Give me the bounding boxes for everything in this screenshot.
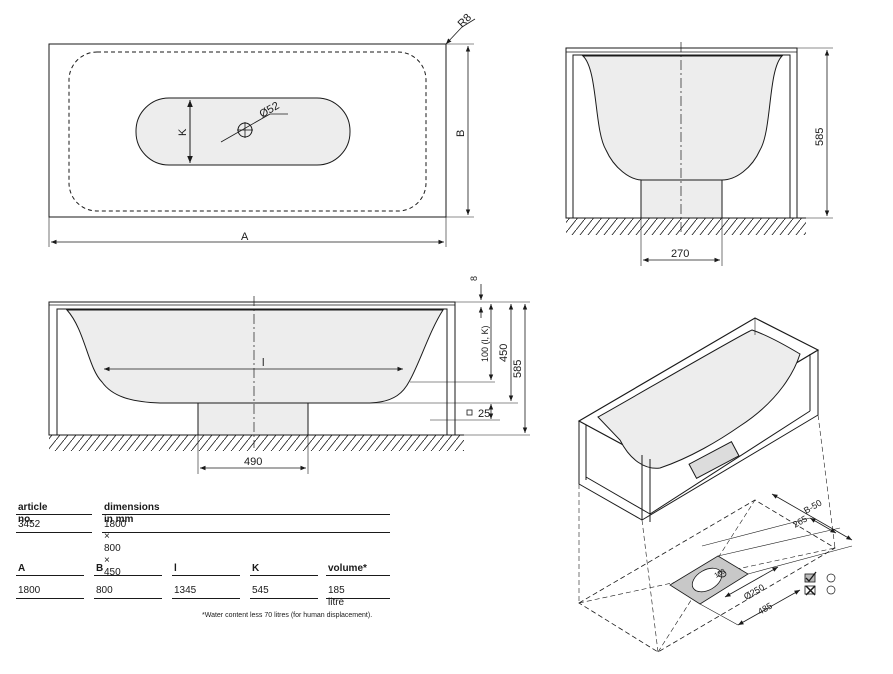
label-k: K xyxy=(177,128,189,136)
front-view xyxy=(48,284,530,474)
label-l: l xyxy=(262,357,264,369)
tub-outline-top xyxy=(48,43,447,218)
rule xyxy=(326,575,390,576)
label-r8: R8 xyxy=(456,12,474,30)
header-b: B xyxy=(96,563,104,574)
label-585-front: 585 xyxy=(512,360,524,378)
rule xyxy=(16,598,84,599)
value-volume: 185 litre xyxy=(328,585,345,608)
rule xyxy=(16,532,92,533)
value-dimensions: 1800 × 800 × 450 xyxy=(104,519,127,578)
rule xyxy=(250,575,318,576)
rule xyxy=(326,598,390,599)
inner-basin-dashed xyxy=(68,51,427,212)
label-110: 110 xyxy=(714,568,727,580)
front-basin xyxy=(65,309,444,404)
label-b50: B-50 xyxy=(802,498,823,516)
header-volume: volume* xyxy=(328,563,367,574)
rule xyxy=(94,598,162,599)
value-article: 3452 xyxy=(18,519,41,530)
label-450: 450 xyxy=(498,344,510,362)
rule xyxy=(16,514,92,515)
header-dimensions: dimensions in mm xyxy=(104,502,160,525)
header-k: K xyxy=(252,563,260,574)
top-view xyxy=(48,18,476,247)
value-l: 1345 xyxy=(174,585,197,596)
value-b: 800 xyxy=(96,585,113,596)
rule xyxy=(94,575,162,576)
side-view xyxy=(565,42,833,266)
rule xyxy=(172,575,240,576)
side-pedestal xyxy=(640,179,723,219)
rule xyxy=(172,598,240,599)
label-490: 490 xyxy=(244,456,262,468)
isometric-view xyxy=(577,317,853,653)
footnote: *Water content less 70 litres (for human… xyxy=(202,612,373,619)
front-pedestal xyxy=(197,402,309,436)
iso-basin xyxy=(597,329,801,469)
side-basin xyxy=(581,55,784,181)
rule xyxy=(250,598,318,599)
value-a: 1800 xyxy=(18,585,41,596)
rule xyxy=(102,532,390,533)
header-l: l xyxy=(174,563,177,574)
label-a: A xyxy=(241,231,249,243)
label-100: 100 (l, K) xyxy=(480,325,490,362)
label-485: 485 xyxy=(756,601,774,617)
label-585-side: 585 xyxy=(814,128,826,146)
label-b: B xyxy=(455,130,467,137)
drain-zone xyxy=(135,97,351,166)
label-8: 8 xyxy=(469,276,479,281)
header-a: A xyxy=(18,563,26,574)
rule xyxy=(16,575,84,576)
value-k: 545 xyxy=(252,585,269,596)
label-25: 25 xyxy=(478,408,490,420)
rule xyxy=(102,514,390,515)
header-article: article no. xyxy=(18,502,48,525)
label-270: 270 xyxy=(671,248,689,260)
